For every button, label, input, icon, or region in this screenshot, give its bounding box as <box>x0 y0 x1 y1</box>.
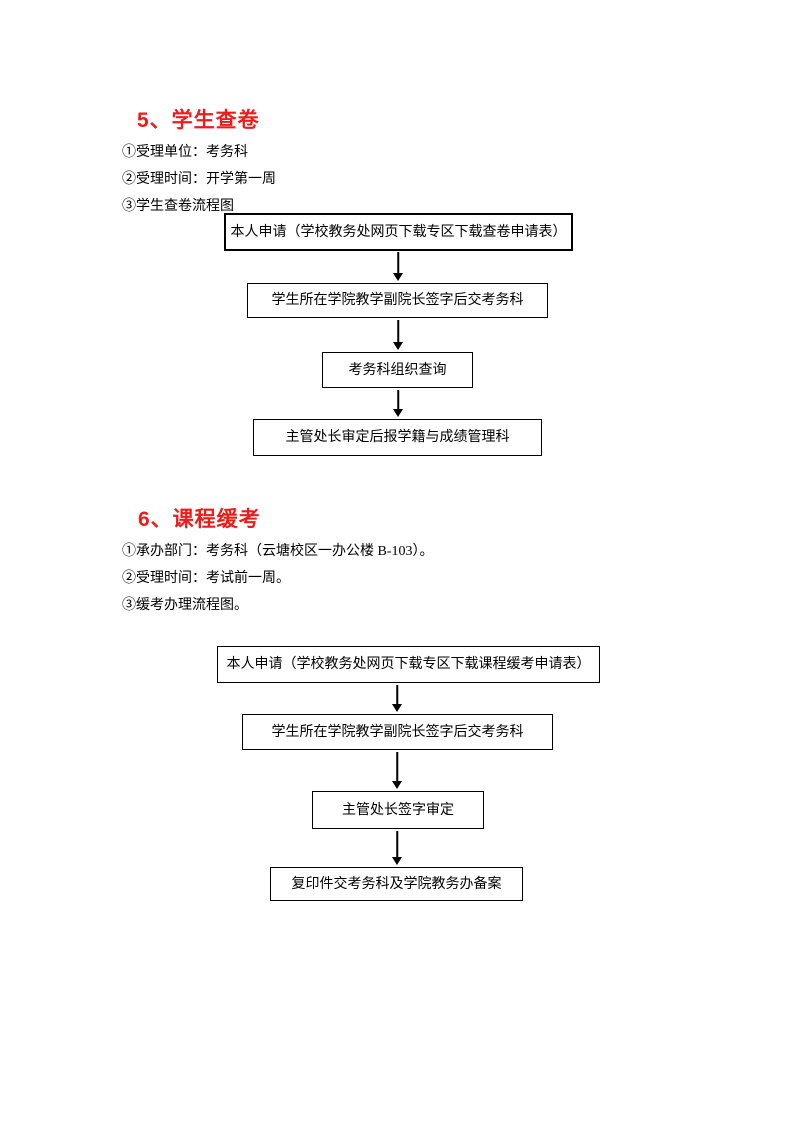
section-6-line-flowchart-label: ③缓考办理流程图。 <box>122 598 248 613</box>
flow-box-director-approve: 主管处长审定后报学籍与成绩管理科 <box>253 419 542 456</box>
section-5-line-accepting-unit: ①受理单位：考务科 <box>122 145 248 160</box>
section-5-line-accepting-time: ②受理时间：开学第一周 <box>122 172 276 187</box>
flow-box-apply: 本人申请（学校教务处网页下载专区下载课程缓考申请表） <box>217 646 600 683</box>
flow-box-dean-sign: 学生所在学院教学副院长签字后交考务科 <box>242 714 553 750</box>
flow-box-director-sign: 主管处长签字审定 <box>312 791 484 829</box>
down-arrow-icon <box>393 390 403 417</box>
section-6-heading: 6、课程缓考 <box>138 508 261 531</box>
flow-box-exam-office-query: 考务科组织查询 <box>322 352 473 388</box>
down-arrow-icon <box>392 752 402 789</box>
flow-box-apply: 本人申请（学校教务处网页下载专区下载查卷申请表） <box>224 213 573 251</box>
down-arrow-icon <box>392 685 402 712</box>
section-5-line-flowchart-label: ③学生查卷流程图 <box>122 199 234 214</box>
down-arrow-icon <box>393 320 403 350</box>
flow-box-copy-filing: 复印件交考务科及学院教务办备案 <box>270 867 523 901</box>
section-6-line-accepting-time: ②受理时间：考试前一周。 <box>122 571 290 586</box>
section-5-heading: 5、学生查卷 <box>137 109 260 132</box>
section-6-line-handling-department: ①承办部门：考务科（云塘校区一办公楼 B-103）。 <box>122 544 434 559</box>
flow-box-dean-sign: 学生所在学院教学副院长签字后交考务科 <box>247 283 548 318</box>
down-arrow-icon <box>392 831 402 865</box>
down-arrow-icon <box>393 252 403 281</box>
